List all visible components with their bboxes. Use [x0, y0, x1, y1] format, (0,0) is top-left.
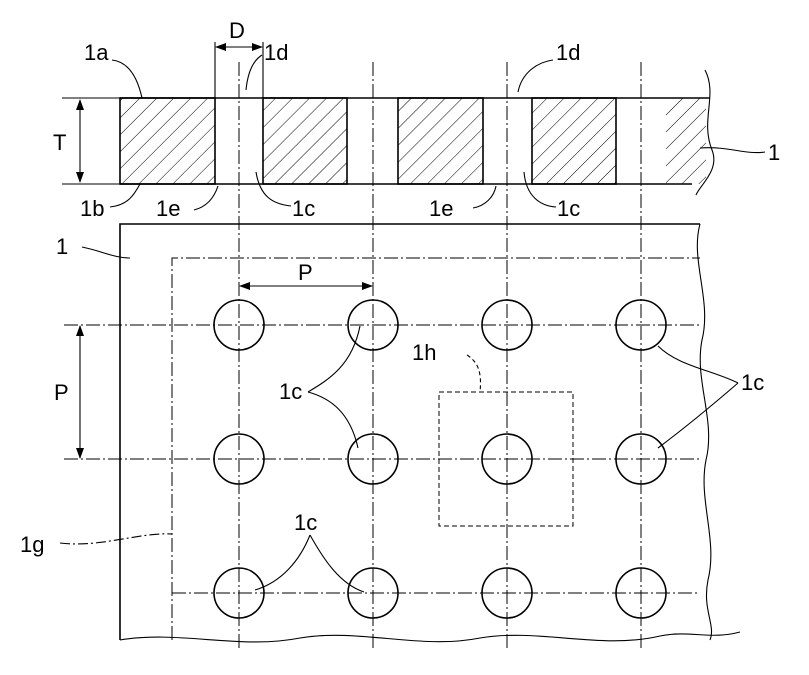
label-P-vertical: P	[54, 380, 69, 405]
leader-1e-right	[473, 186, 496, 208]
leader-1-plan	[82, 247, 130, 258]
label-1c-upper: 1c	[279, 379, 302, 404]
leader-1d-left	[246, 55, 262, 90]
leader-1c-right-a	[658, 346, 738, 383]
label-T: T	[53, 130, 66, 155]
label-1c-lower: 1c	[294, 510, 317, 535]
arrow-head	[362, 282, 373, 290]
leader-1h	[467, 355, 480, 392]
section-segment	[398, 98, 483, 184]
label-1g: 1g	[20, 532, 44, 557]
label-1e-left: 1e	[156, 196, 180, 221]
arrow-head	[76, 99, 84, 110]
arrow-head	[215, 43, 226, 51]
label-P-horizontal: P	[298, 260, 313, 285]
label-1c-left: 1c	[292, 196, 315, 221]
cross-section-view	[62, 42, 714, 195]
label-1c-right-group: 1c	[741, 370, 764, 395]
arrow-head	[76, 448, 84, 459]
section-segment	[120, 98, 215, 184]
label-1h: 1h	[412, 340, 436, 365]
leader-1c-lower-a	[255, 535, 310, 590]
leader-1e-left	[194, 186, 218, 210]
label-1e-right: 1e	[429, 196, 453, 221]
leader-1-section	[700, 148, 765, 153]
label-D: D	[229, 18, 245, 43]
leader-1g	[60, 534, 172, 544]
label-1b: 1b	[80, 196, 104, 221]
leader-1c-upper-b	[308, 392, 358, 448]
section-segment	[532, 98, 616, 184]
label-1d-left: 1d	[264, 40, 288, 65]
label-1d-right: 1d	[556, 40, 580, 65]
plan-break-line	[697, 224, 711, 640]
leader-1b	[110, 184, 140, 207]
label-1-plan: 1	[56, 234, 68, 259]
plate-outline	[120, 224, 700, 640]
section-segment	[666, 98, 706, 184]
label-1a: 1a	[84, 40, 109, 65]
arrow-head	[76, 172, 84, 183]
arrow-head	[239, 282, 250, 290]
label-1-section: 1	[768, 140, 780, 165]
section-segment	[263, 98, 347, 184]
arrow-head	[76, 325, 84, 336]
arrow-head	[252, 43, 263, 51]
leader-1d-right	[518, 60, 553, 92]
bottom-break-line	[120, 632, 740, 642]
leader-1c-right-b	[658, 383, 738, 448]
label-1c-right: 1c	[557, 196, 580, 221]
leader-1a	[112, 60, 142, 98]
